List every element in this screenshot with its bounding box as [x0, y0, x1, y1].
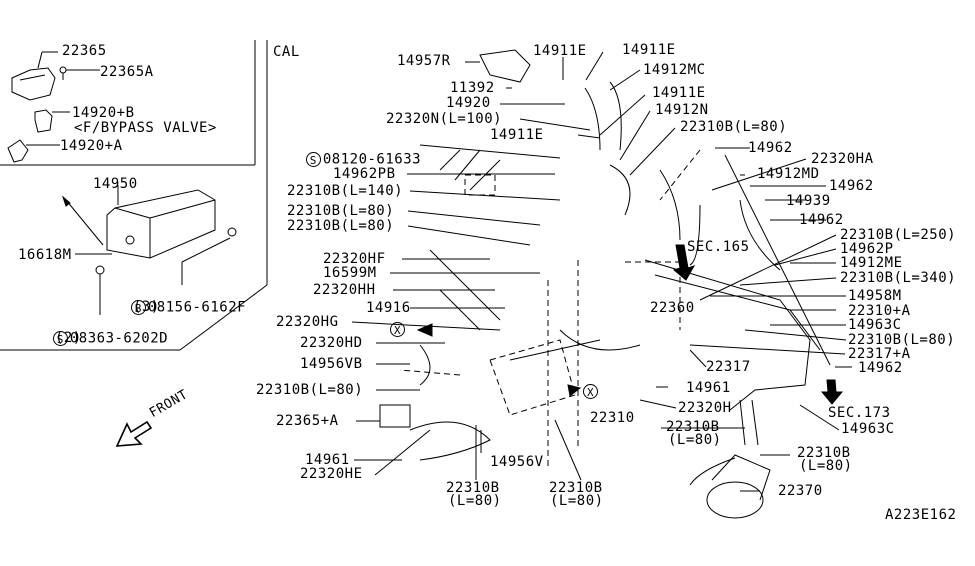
part-label-14912MD: 14912MD: [757, 166, 820, 182]
part-label-14911E: 14911E: [490, 127, 544, 143]
section-ref-sec165: SEC.165: [687, 239, 750, 255]
part-label-22320HH: 22320HH: [313, 282, 376, 298]
part-label-14961: 14961: [305, 452, 350, 468]
part-label-14956V: 14956V: [490, 454, 544, 470]
connector-x-symbol: X: [583, 384, 598, 399]
part-label-22310B-L250: 22310B(L=250): [840, 227, 957, 243]
canister-14950-drawing: [61, 185, 237, 315]
part-label-22310B: 22310B: [666, 419, 720, 435]
part-label-14962: 14962: [829, 178, 874, 194]
variant-label-cal: CAL: [273, 44, 300, 60]
part-label-22317A: 22317+A: [848, 346, 911, 362]
part-label-16618M: 16618M: [18, 247, 72, 263]
part-label-14957R: 14957R: [397, 53, 451, 69]
part-number: 08156-6162F: [147, 299, 247, 316]
part-label-14920B: 14920+B: [72, 105, 135, 121]
part-label-22320HE: 22320HE: [300, 466, 363, 482]
part-label-14911E: 14911E: [533, 43, 587, 59]
part-label-14950: 14950: [93, 176, 138, 192]
part-label-22360: 22360: [650, 300, 695, 316]
part-label-14916: 14916: [366, 300, 411, 316]
connector-marker-x: X: [583, 384, 600, 400]
part-label-14962: 14962: [858, 360, 903, 376]
part-label-22310B: 22310B: [797, 445, 851, 461]
part-label-14963C: 14963C: [848, 317, 902, 333]
connector-marker-x: X: [390, 322, 407, 338]
part-label-14920: 14920: [446, 95, 491, 111]
bypass-valve-drawing: [7, 109, 70, 163]
part-label-22310: 22310: [590, 410, 635, 426]
part-label-11392: 11392: [450, 80, 495, 96]
part-label-22310B-L80: 22310B(L=80): [680, 119, 788, 135]
part-label-14920A: 14920+A: [60, 138, 123, 154]
part-number: 08363-6202D: [69, 330, 169, 347]
part-label-14963C: 14963C: [841, 421, 895, 437]
part-label-14912MC: 14912MC: [643, 62, 706, 78]
solenoid-22365-drawing: [11, 51, 100, 101]
part-label-14962: 14962: [748, 140, 793, 156]
part-label-22365A: 22365A: [100, 64, 154, 80]
part-label-22320HF: 22320HF: [323, 251, 386, 267]
leader-lines: [351, 51, 852, 492]
part-label-22365: 22365: [62, 43, 107, 59]
part-label-14962P: 14962P: [840, 241, 894, 257]
part-label-22310B-L80: 22310B(L=80): [287, 203, 395, 219]
part-label-length-l80: (L=80): [799, 458, 853, 474]
figure-code: A223E162: [885, 507, 957, 523]
inset-frame: [0, 40, 268, 351]
part-label-22320HD: 22320HD: [300, 335, 363, 351]
connector-x-symbol: X: [390, 322, 405, 337]
part-label-14912ME: 14912ME: [840, 255, 903, 271]
part-label-22320N: 22320N(L=100): [386, 111, 503, 127]
part-label-length-l80: (L=80): [550, 493, 604, 509]
part-number: 08120-61633: [322, 151, 422, 168]
part-label-14956VB: 14956VB: [300, 356, 363, 372]
part-label-14958M: 14958M: [848, 288, 902, 304]
part-label-22310B: 22310B: [446, 480, 500, 496]
part-label-22320H: 22320H: [678, 400, 732, 416]
part-label-22310B-L80: 22310B(L=80): [287, 218, 395, 234]
part-label-22310B-L340: 22310B(L=340): [840, 270, 957, 286]
part-label-14962: 14962: [799, 212, 844, 228]
part-label-22310B: 22310B: [549, 480, 603, 496]
part-label-22310B-L140: 22310B(L=140): [287, 183, 404, 199]
bolt-symbol-b: B: [130, 300, 146, 315]
part-label-14911E: 14911E: [652, 85, 706, 101]
part-label-22310B-L80: 22310B(L=80): [848, 332, 956, 348]
part-label-14939: 14939: [786, 193, 831, 209]
screw-symbol-s: S: [305, 152, 321, 167]
part-label-22320HG: 22320HG: [276, 314, 339, 330]
part-label-14962PB: 14962PB: [333, 166, 396, 182]
part-label-16599M: 16599M: [323, 265, 377, 281]
part-label-14911E: 14911E: [622, 42, 676, 58]
part-label-bypass-valve-note: <F/BYPASS VALVE>: [74, 120, 217, 136]
part-label-22310B-L80: 22310B(L=80): [256, 382, 364, 398]
part-label-length-l80: (L=80): [448, 493, 502, 509]
front-arrow-icon: [115, 420, 153, 447]
part-label-length-l80: (L=80): [668, 432, 722, 448]
part-label-14961: 14961: [686, 380, 731, 396]
part-label-22317: 22317: [706, 359, 751, 375]
section-ref-sec173: SEC.173: [828, 405, 891, 421]
part-label-22310A: 22310+A: [848, 303, 911, 319]
screw-symbol-s: S: [52, 331, 68, 346]
part-label-22370: 22370: [778, 483, 823, 499]
part-label-22365A: 22365+A: [276, 413, 339, 429]
front-direction-indicator: FRONT: [115, 387, 205, 450]
part-qty-08156: (3): [133, 299, 160, 315]
part-label-14912N: 14912N: [655, 102, 709, 118]
part-qty-08363: (2): [55, 330, 82, 346]
part-label-22320HA: 22320HA: [811, 151, 874, 167]
